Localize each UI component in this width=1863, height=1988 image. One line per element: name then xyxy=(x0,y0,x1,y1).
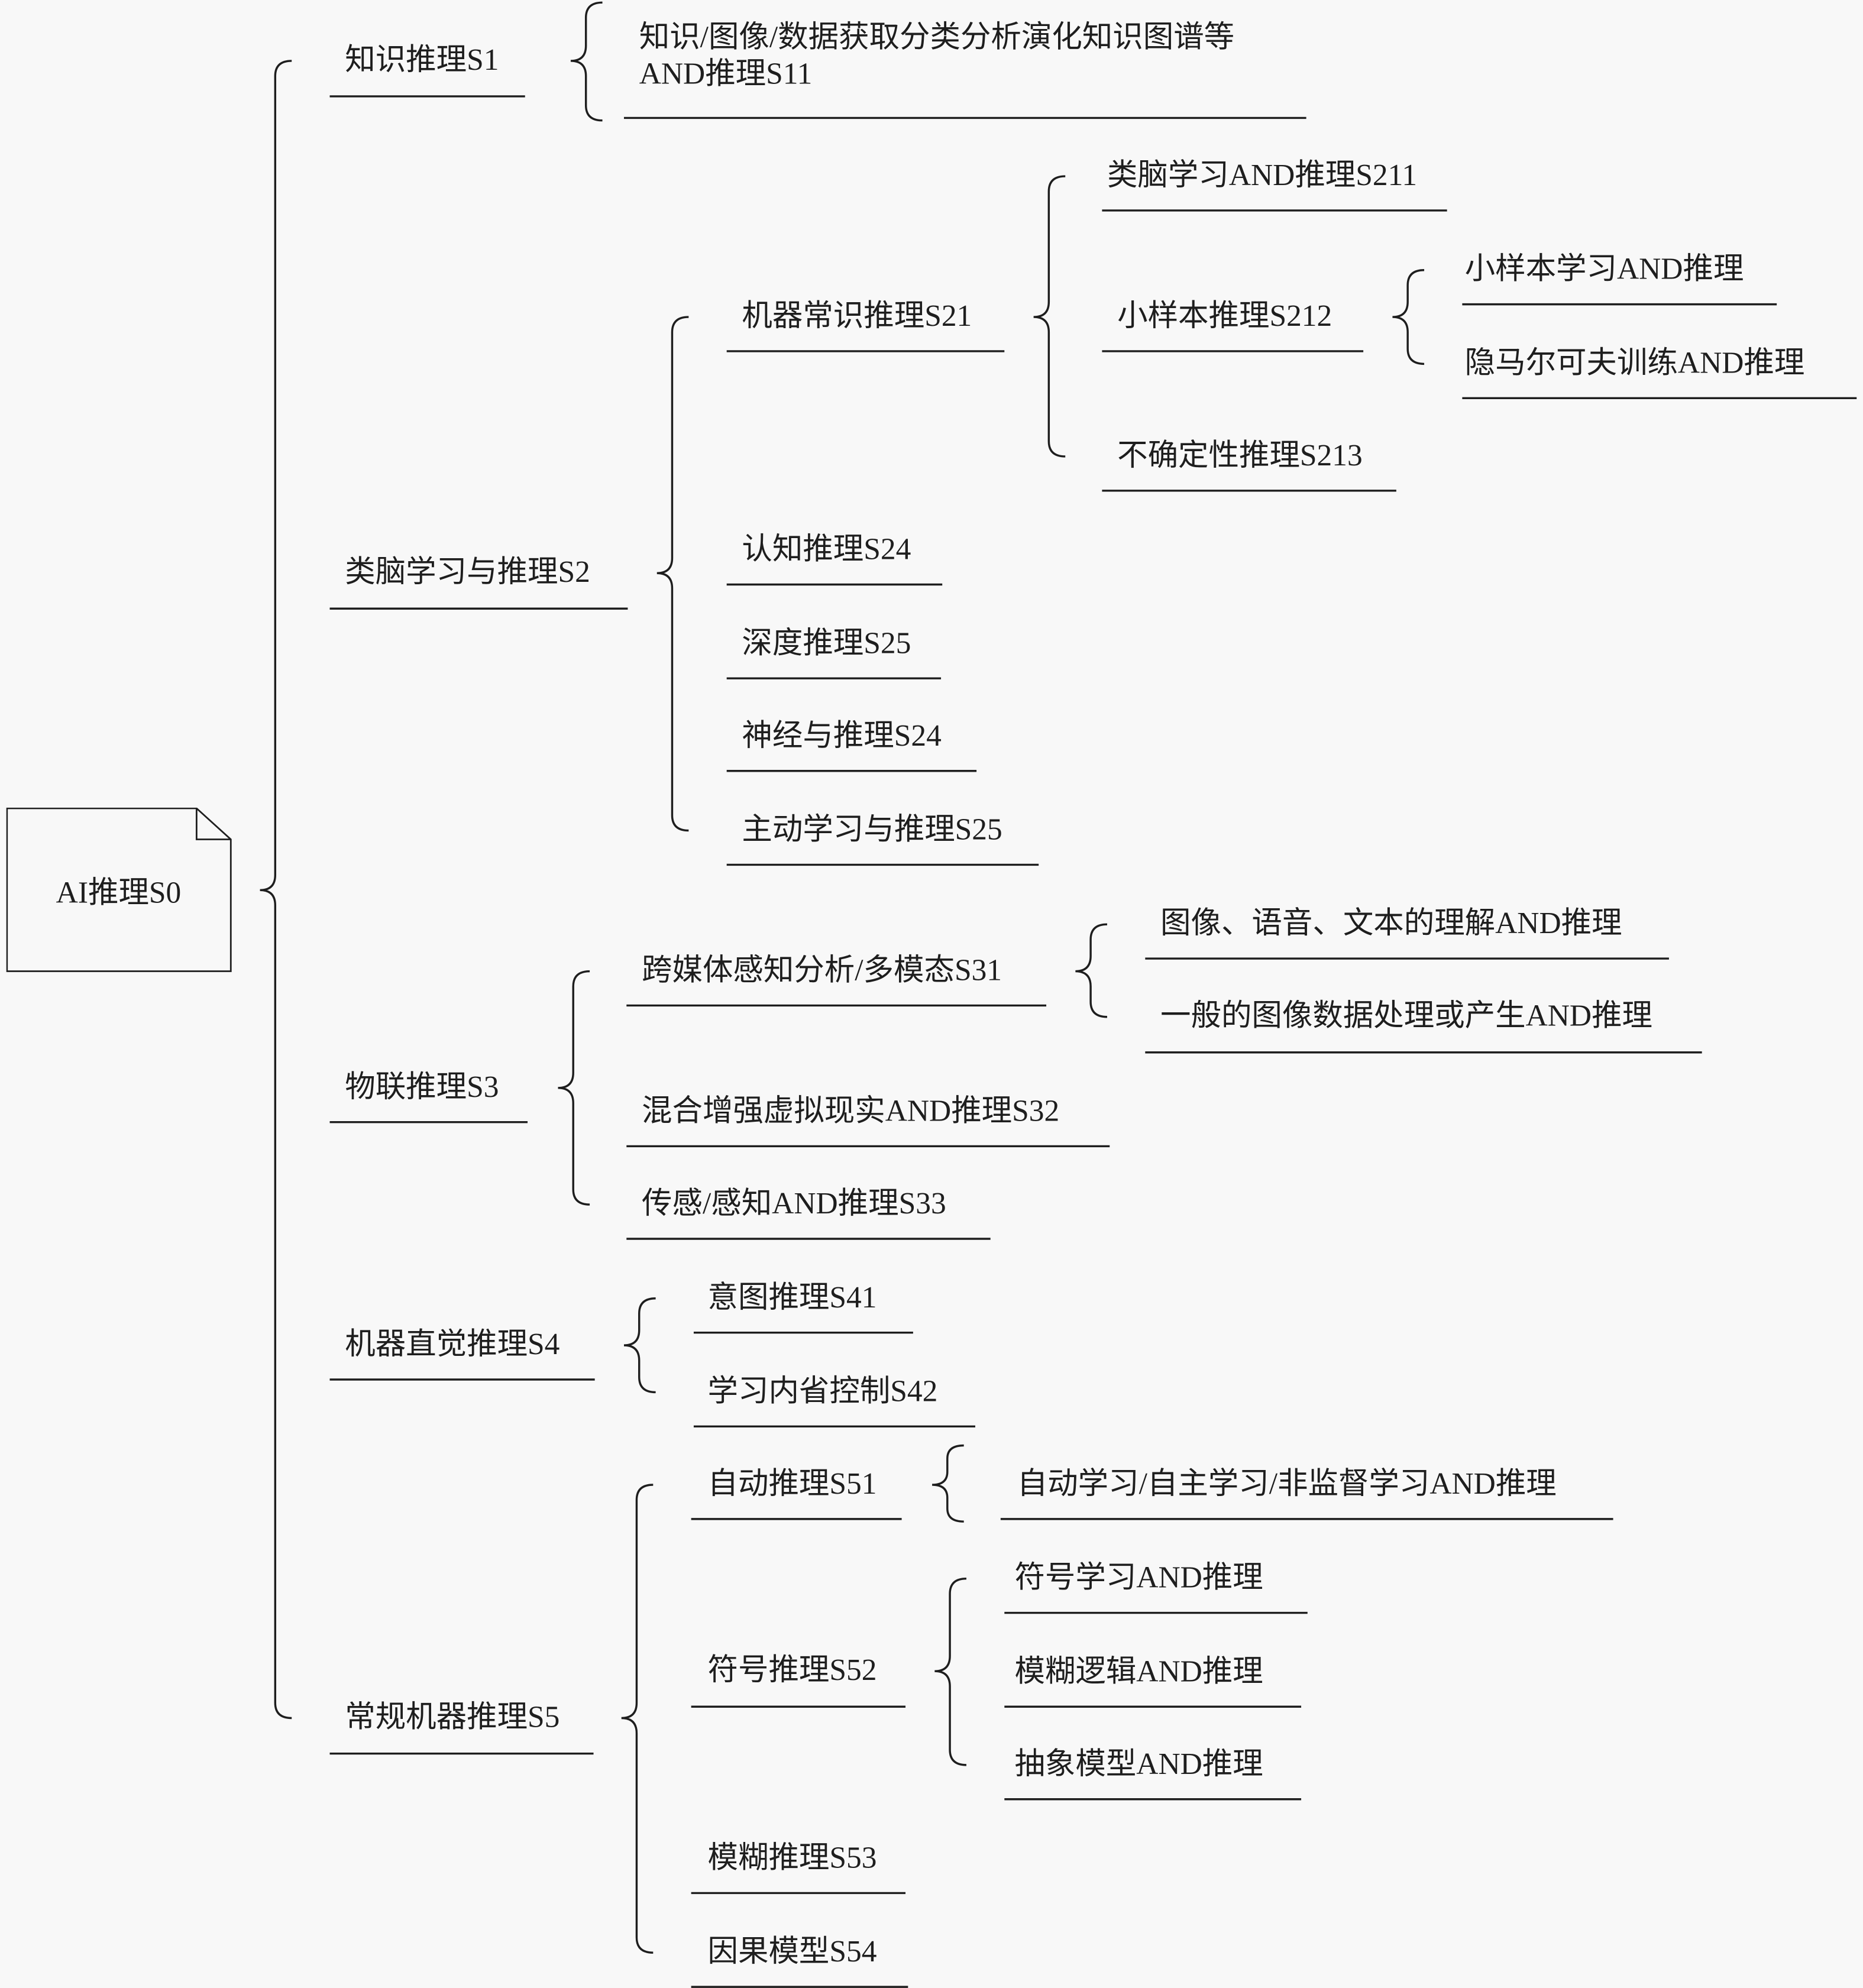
brace-s4 xyxy=(623,1297,656,1394)
node-s41-label: 意图推理S41 xyxy=(707,1281,877,1315)
node-s32-label: 混合增强虚拟现实AND推理S32 xyxy=(642,1095,1060,1129)
node-s1-label: 知识推理S1 xyxy=(345,44,499,77)
node-s51-label: 自动推理S51 xyxy=(707,1468,877,1501)
brace-s21 xyxy=(1033,175,1066,458)
node-s53-label: 模糊推理S53 xyxy=(707,1842,877,1876)
node-s2121-label: 小样本学习AND推理 xyxy=(1464,253,1744,287)
node-s311-label: 图像、语音、文本的理解AND推理 xyxy=(1160,908,1622,941)
node-s523-label: 抽象模型AND推理 xyxy=(1014,1748,1263,1782)
node-s54-label: 因果模型S54 xyxy=(707,1936,877,1970)
node-s21-label: 机器常识推理S21 xyxy=(742,300,972,334)
brace-s2 xyxy=(656,316,689,832)
node-s3-label: 物联推理S3 xyxy=(345,1071,499,1105)
document-shape xyxy=(6,807,232,972)
brace-s1 xyxy=(570,1,603,122)
node-s2-label: 类脑学习与推理S2 xyxy=(345,556,590,590)
node-s52-label: 符号推理S52 xyxy=(707,1654,877,1688)
node-s11_line1-label: 知识/图像/数据获取分类分析演化知识图谱等 xyxy=(639,21,1235,55)
root-label: AI推理S0 xyxy=(56,877,182,911)
node-s511-label: 自动学习/自主学习/非监督学习AND推理 xyxy=(1017,1468,1557,1501)
node-s24a-label: 认知推理S24 xyxy=(742,533,911,567)
node-s2122-label: 隐马尔可夫训练AND推理 xyxy=(1464,347,1805,381)
node-s33-label: 传感/感知AND推理S33 xyxy=(642,1188,946,1221)
node-s24b-label: 神经与推理S24 xyxy=(742,720,942,753)
node-s312-label: 一般的图像数据处理或产生AND推理 xyxy=(1160,1000,1653,1034)
brace-s51 xyxy=(932,1444,964,1523)
node-s5-label: 常规机器推理S5 xyxy=(345,1701,560,1735)
node-s213-label: 不确定性推理S213 xyxy=(1117,440,1363,473)
node-s521-label: 符号学习AND推理 xyxy=(1014,1562,1263,1595)
node-s42-label: 学习内省控制S42 xyxy=(707,1375,938,1409)
node-s31-label: 跨媒体感知分析/多模态S31 xyxy=(642,954,1002,988)
brace-s52 xyxy=(934,1577,967,1766)
node-s11_line2-label: AND推理S11 xyxy=(639,58,813,92)
brace-s5 xyxy=(621,1484,654,1954)
root-node: AI推理S0 xyxy=(6,807,232,972)
node-s211-label: 类脑学习AND推理S211 xyxy=(1107,160,1418,193)
node-s212-label: 小样本推理S212 xyxy=(1117,300,1332,334)
node-s522-label: 模糊逻辑AND推理 xyxy=(1014,1656,1263,1689)
node-s4-label: 机器直觉推理S4 xyxy=(345,1329,560,1362)
brace-root xyxy=(260,60,292,1720)
brace-s31 xyxy=(1075,923,1108,1018)
brace-s212 xyxy=(1392,269,1425,365)
node-s25a-label: 深度推理S25 xyxy=(742,627,911,661)
brace-s3 xyxy=(558,970,590,1206)
node-s25b-label: 主动学习与推理S25 xyxy=(742,814,1002,847)
